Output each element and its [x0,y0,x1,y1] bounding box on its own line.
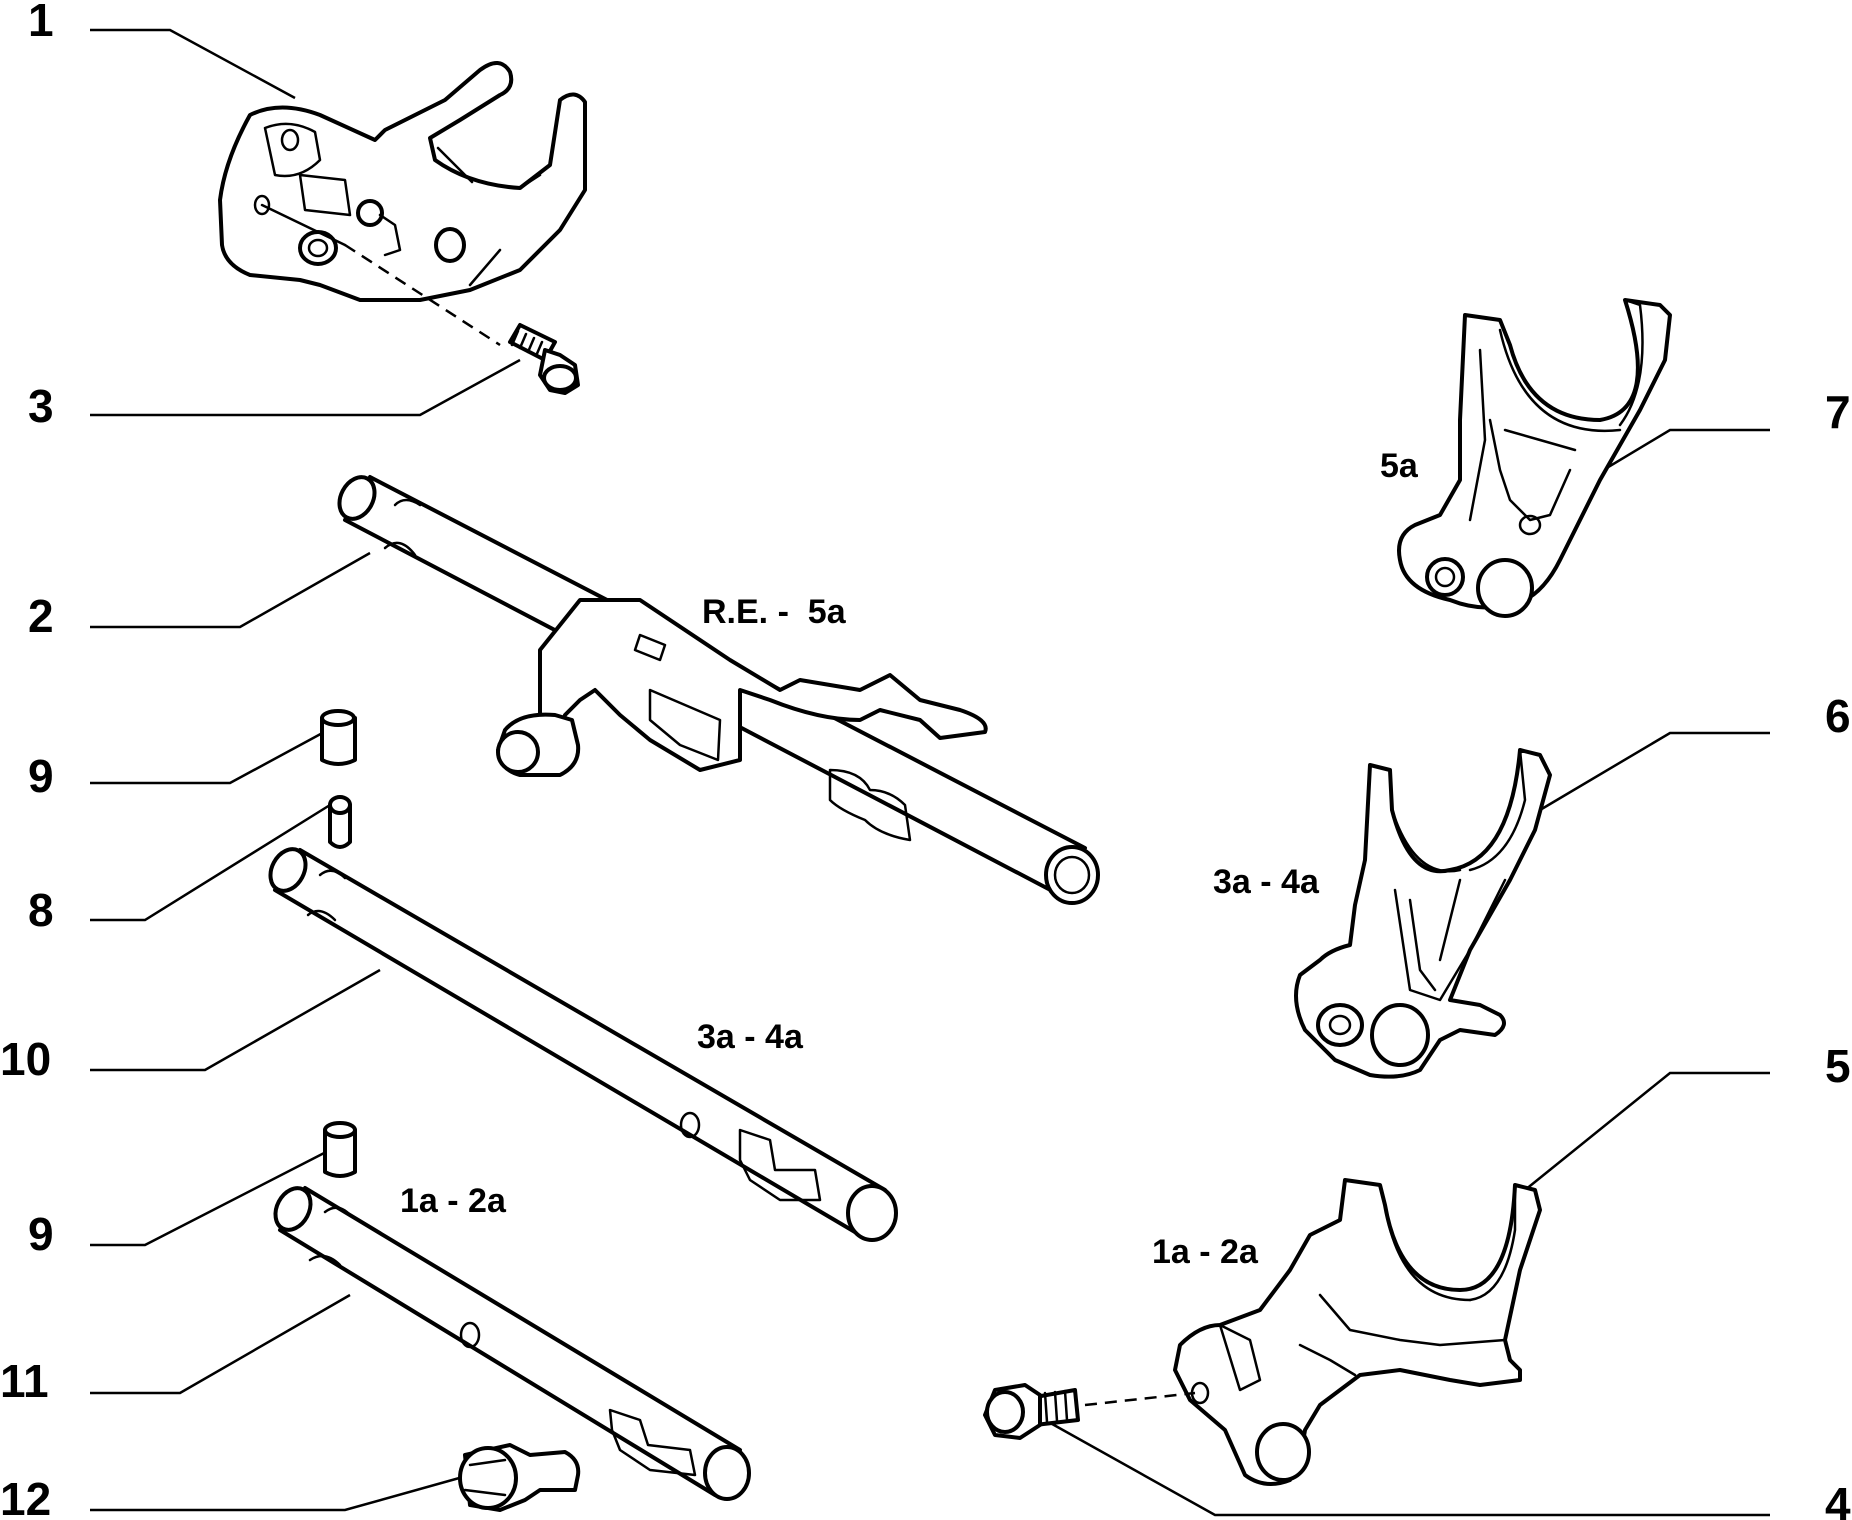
callout-3: 3 [28,380,54,432]
leader-11 [90,1293,351,1395]
leader-1 [90,28,296,100]
leader-9b [90,1148,331,1247]
small-bolt-3-part [508,323,580,395]
rod-3a-4a-part [268,847,898,1242]
callout-2: 2 [28,590,54,642]
label-fork-1a-2a: 1a - 2a [1152,1233,1259,1271]
callout-12: 12 [0,1473,51,1520]
label-rod-re-5a: R.E. - 5a [702,593,847,631]
label-rod-1a-2a: 1a - 2a [400,1182,507,1220]
callout-6: 6 [1825,690,1851,742]
label-fork-3a-4a: 3a - 4a [1213,863,1320,901]
label-fork-5a: 5a [1380,447,1419,485]
bolt-4-axis-dash [1084,1391,1196,1407]
bolt-3-axis-dash [344,243,501,347]
leader-6 [1539,731,1770,812]
leader-12 [90,1473,471,1512]
long-bolt-4-part [983,1383,1080,1440]
callout-9-lower: 9 [28,1208,54,1260]
leader-4 [1044,1418,1770,1517]
rod-1a-2a-part [273,1186,751,1501]
part-labels: R.E. - 5a 3a - 4a 1a - 2a 5a 3a - 4a 1a … [400,447,1419,1271]
callout-11: 11 [0,1355,49,1407]
plug-12-part [458,1443,581,1512]
cylinder-9-upper-part [320,709,357,766]
pin-8-part [328,795,352,849]
callout-4: 4 [1825,1478,1851,1520]
callout-9-upper: 9 [28,750,54,802]
callout-10: 10 [0,1033,51,1085]
leader-10 [90,968,381,1072]
leader-2 [90,551,371,629]
fork-5a-part [1397,298,1672,618]
callout-5: 5 [1825,1040,1851,1092]
leader-8 [90,803,331,922]
callout-1: 1 [28,0,54,46]
callout-8: 8 [28,884,54,936]
leader-9a [90,728,329,785]
fork-3a-4a-part [1294,748,1552,1079]
rod-re-5a-part [337,475,1100,905]
callout-7: 7 [1825,386,1851,438]
cylinder-9-lower-part [323,1121,357,1178]
label-rod-3a-4a: 3a - 4a [697,1018,804,1056]
leader-lines [90,28,1770,1517]
fork-1a-2a-part [1173,1178,1542,1486]
leader-5 [1524,1071,1770,1191]
leader-3 [90,358,521,417]
selector-plate-part [218,61,587,302]
